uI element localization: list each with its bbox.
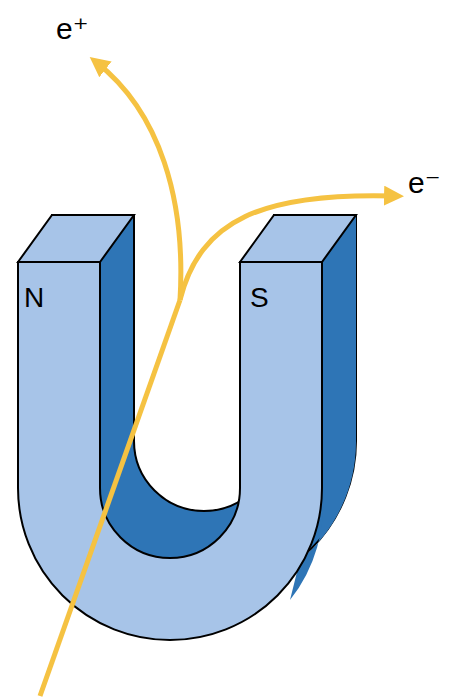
north-pole-top [18,215,134,262]
positron-label: e⁺ [56,14,89,44]
south-pole-label: S [250,284,269,312]
north-pole-label: N [24,284,44,312]
incoming-beam [40,300,180,696]
electron-label: e⁻ [408,168,441,198]
electron-track [180,196,396,300]
south-pole-top [240,215,356,262]
magnet-front [18,262,322,640]
positron-track [96,62,181,300]
